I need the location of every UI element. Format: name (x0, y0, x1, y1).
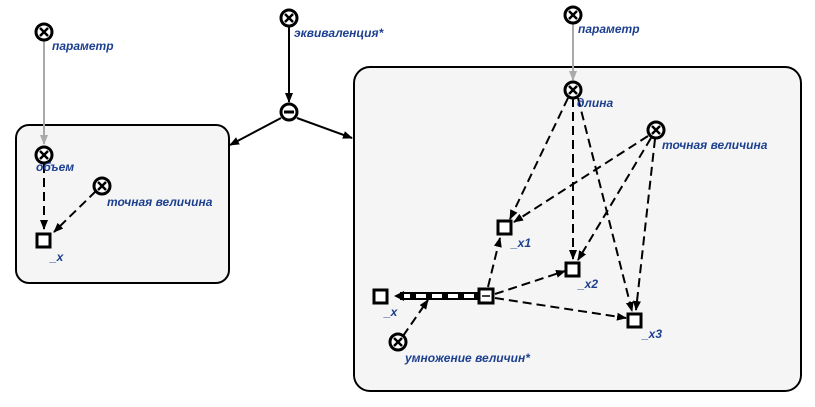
label-x1: _x1 (510, 236, 531, 250)
right-frame (353, 66, 802, 392)
label-x-left: _x (49, 250, 65, 264)
label-length: длина (577, 96, 613, 110)
arc-mult-to-x1 (487, 237, 502, 288)
arc-tuple-to-x (394, 291, 478, 301)
arc-exact-to-x (53, 190, 97, 233)
node-exact-left[interactable] (92, 176, 112, 196)
node-x1[interactable] (496, 219, 513, 236)
label-param-right: параметр (578, 22, 640, 36)
label-x2: _x2 (577, 277, 598, 291)
node-x3[interactable] (626, 312, 643, 329)
node-tuple[interactable] (477, 287, 495, 305)
node-param-right[interactable] (563, 5, 583, 25)
label-x3: _x3 (641, 327, 662, 341)
node-x2[interactable] (564, 261, 581, 278)
label-exact-left: точная величина (107, 195, 213, 209)
node-equivalence[interactable] (279, 8, 299, 28)
arc-exact-to-x1 (513, 135, 649, 223)
left-frame (15, 124, 230, 284)
label-equivalence: эквиваленция* (294, 26, 385, 40)
node-multiply[interactable] (388, 332, 408, 352)
arc-relation-to-tuple (402, 299, 429, 337)
node-length[interactable] (563, 80, 583, 100)
label-x-right: _x (383, 305, 399, 319)
node-x-right[interactable] (372, 288, 389, 305)
node-volume[interactable] (34, 145, 54, 165)
arc-hub-to-right-frame (296, 117, 353, 139)
node-hub[interactable] (279, 102, 299, 122)
arc-exact-to-x2 (577, 137, 652, 261)
label-param-left: параметр (52, 39, 114, 53)
arc-hub-to-left-frame (229, 117, 282, 146)
node-exact-right[interactable] (646, 120, 666, 140)
arc-mult-to-x2 (494, 270, 566, 295)
arc-length-to-x3 (577, 97, 634, 312)
label-exact-right: точная величина (662, 138, 768, 152)
label-multiply: умножение величин* (404, 351, 531, 365)
node-x-left[interactable] (35, 232, 52, 249)
arc-exact-to-x3 (633, 138, 656, 311)
arc-mult-to-x3 (494, 297, 627, 321)
label-volume: объем (36, 160, 74, 174)
node-param-left[interactable] (34, 22, 54, 42)
arc-length-to-x1 (509, 97, 569, 220)
